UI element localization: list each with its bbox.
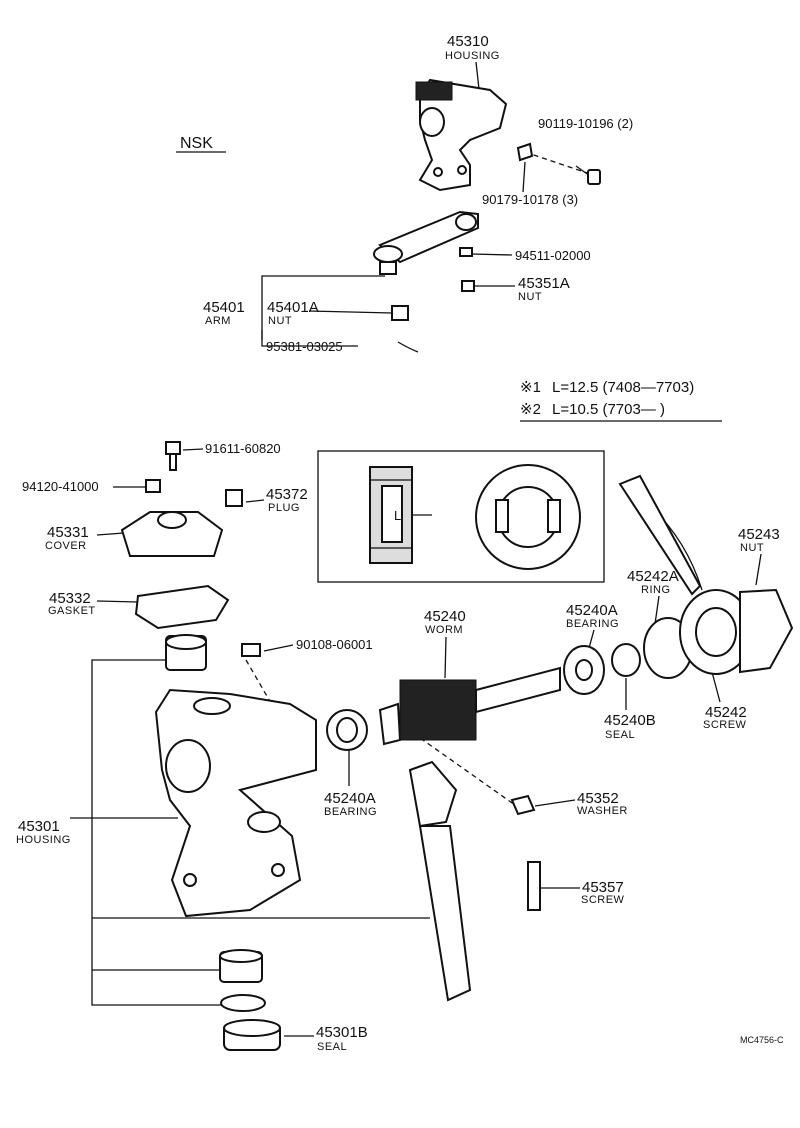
label-45372-name: PLUG: [268, 502, 300, 514]
worm-drawing: [326, 588, 794, 751]
label-45301B-num: 45301B: [316, 1024, 368, 1041]
label-45240B-name: SEAL: [605, 729, 635, 741]
note-text-1: L=12.5 (7408—7703): [552, 379, 694, 396]
sector-shaft-drawing: [408, 760, 541, 1002]
label-45242A-name: RING: [641, 584, 671, 596]
label-91611-60820: 91611-60820: [205, 441, 281, 456]
label-45242A-num: 45242A: [627, 568, 679, 585]
housing-45310-drawing: [415, 78, 508, 192]
note-mark-1: ※1: [520, 379, 541, 396]
label-45240A-top-name: BEARING: [566, 618, 619, 630]
inset-label-l: L: [394, 508, 401, 523]
label-45240A-low-num: 45240A: [324, 790, 376, 807]
label-45242-num: 45242: [705, 704, 747, 721]
label-45243-name: NUT: [740, 542, 764, 554]
label-45240B-num: 45240B: [604, 712, 656, 729]
label-45243-num: 45243: [738, 526, 780, 543]
label-45357-num: 45357: [582, 879, 624, 896]
label-45242-name: SCREW: [703, 719, 747, 731]
label-45331-num: 45331: [47, 524, 89, 541]
brand-label: NSK: [180, 135, 213, 152]
note-text-2: L=10.5 (7703— ): [552, 401, 665, 418]
label-45301B-name: SEAL: [317, 1041, 347, 1053]
lower-bearings-drawing: [219, 949, 281, 1051]
label-45310-num: 45310: [447, 33, 489, 50]
label-45401-name: ARM: [205, 315, 231, 327]
label-45352-num: 45352: [577, 790, 619, 807]
label-45372-num: 45372: [266, 486, 308, 503]
label-45401A-num: 45401A: [267, 299, 319, 316]
label-45240-name: WORM: [425, 624, 463, 636]
label-45351A-name: NUT: [518, 291, 542, 303]
cover-drawing: [120, 441, 243, 630]
label-45301-num: 45301: [18, 818, 60, 835]
label-45310-name: HOUSING: [445, 50, 500, 62]
pitman-arm-drawing: [373, 210, 479, 353]
housing-45301-drawing: [154, 634, 317, 918]
label-94511-02000: 94511-02000: [515, 248, 591, 263]
footer-code: MC4756-C: [740, 1035, 784, 1045]
label-45240A-low-name: BEARING: [324, 806, 377, 818]
label-45332-num: 45332: [49, 590, 91, 607]
label-45401-num: 45401: [203, 299, 245, 316]
note-mark-2: ※2: [520, 401, 541, 418]
label-45331-name: COVER: [45, 540, 87, 552]
label-45240-num: 45240: [424, 608, 466, 625]
inset-detail: L: [317, 450, 605, 583]
label-45401A-name: NUT: [268, 315, 292, 327]
label-45351A-num: 45351A: [518, 275, 570, 292]
label-90179-10178: 90179-10178 (3): [482, 192, 578, 207]
label-45332-name: GASKET: [48, 605, 96, 617]
label-94120-41000: 94120-41000: [22, 479, 99, 494]
bolt-washer-drawing: [516, 142, 601, 185]
label-45352-name: WASHER: [577, 805, 628, 817]
label-45301-name: HOUSING: [16, 834, 71, 846]
label-45240A-top-num: 45240A: [566, 602, 618, 619]
label-90119-10196: 90119-10196 (2): [538, 116, 633, 131]
label-45357-name: SCREW: [581, 894, 625, 906]
label-90108-06001: 90108-06001: [296, 637, 373, 652]
